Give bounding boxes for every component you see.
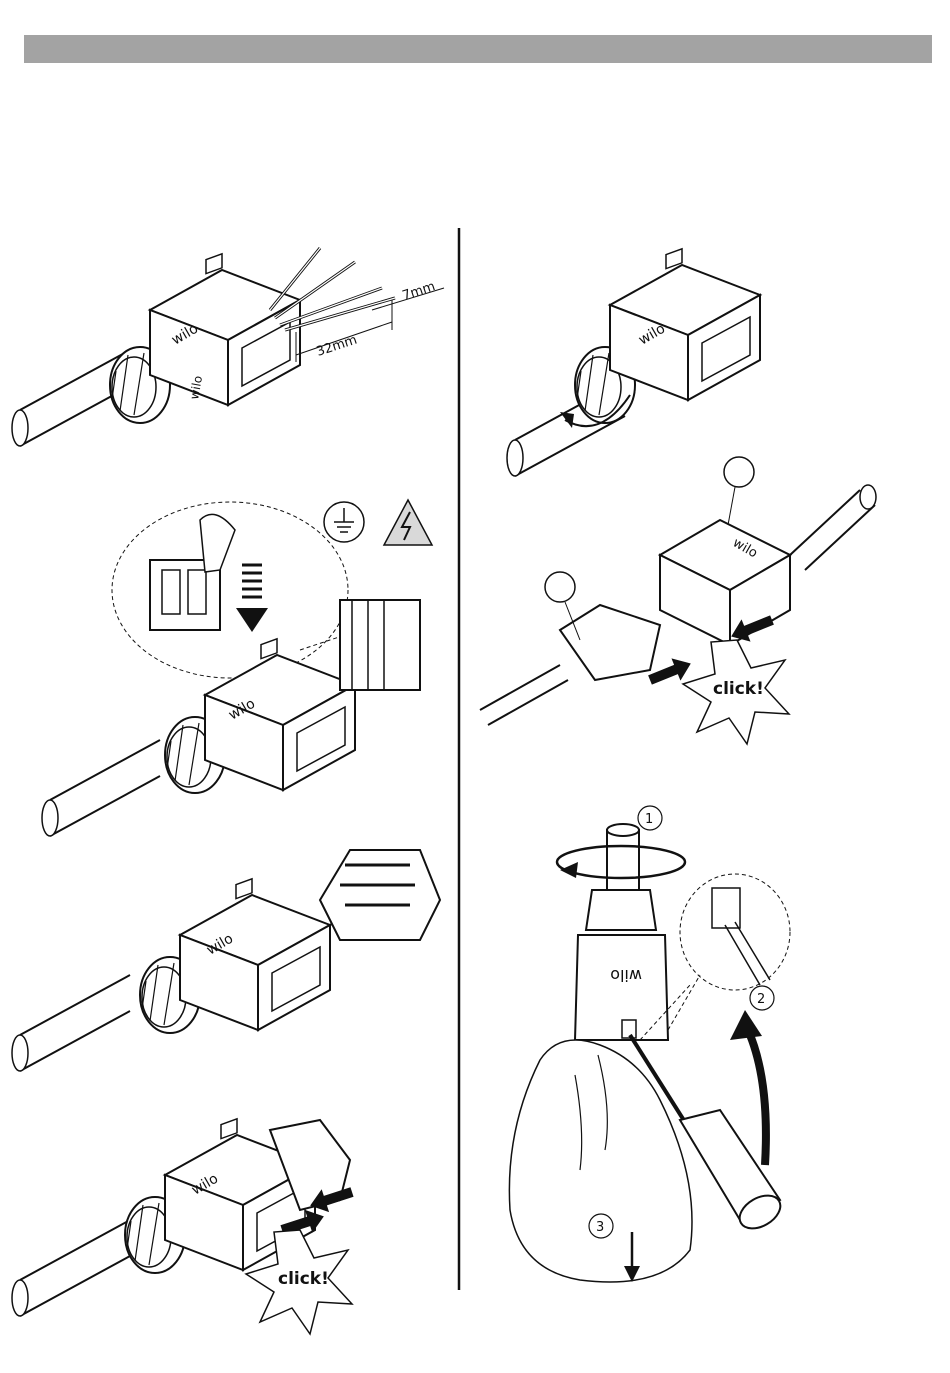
callout-1: 1 [645, 812, 653, 827]
click-label: click! [713, 679, 764, 699]
callout-3: 3 [596, 1220, 604, 1235]
dimension-wire-strip: 7mm [401, 279, 438, 304]
dimension-strip-length: 32mm [315, 333, 359, 360]
brand-logo-side: wilo [187, 375, 205, 401]
step-click-housing: wilo click! [12, 1119, 356, 1334]
step-connect-plug: wilo click! [480, 457, 876, 744]
release-latch [622, 1020, 636, 1038]
click-label: click! [278, 1269, 329, 1289]
callout-2: 2 [757, 992, 765, 1007]
step-tighten-gland: wilo [507, 249, 760, 476]
step-strip-cable: wilo wilo 32mm 7mm [12, 248, 444, 446]
lever-arrow-icon [748, 1030, 766, 1165]
callout-circle-b [724, 457, 754, 487]
high-voltage-warning-icon [384, 500, 432, 545]
step-connect-wires: wilo [42, 500, 432, 836]
callout-circle-a [545, 572, 575, 602]
ground-symbol-icon [324, 502, 364, 542]
step-disassemble: 1 wilo 2 3 [509, 806, 790, 1282]
brand-logo: wilo [610, 966, 642, 985]
hand-icon [509, 1040, 692, 1282]
step-close-clamps: wilo [12, 850, 440, 1071]
